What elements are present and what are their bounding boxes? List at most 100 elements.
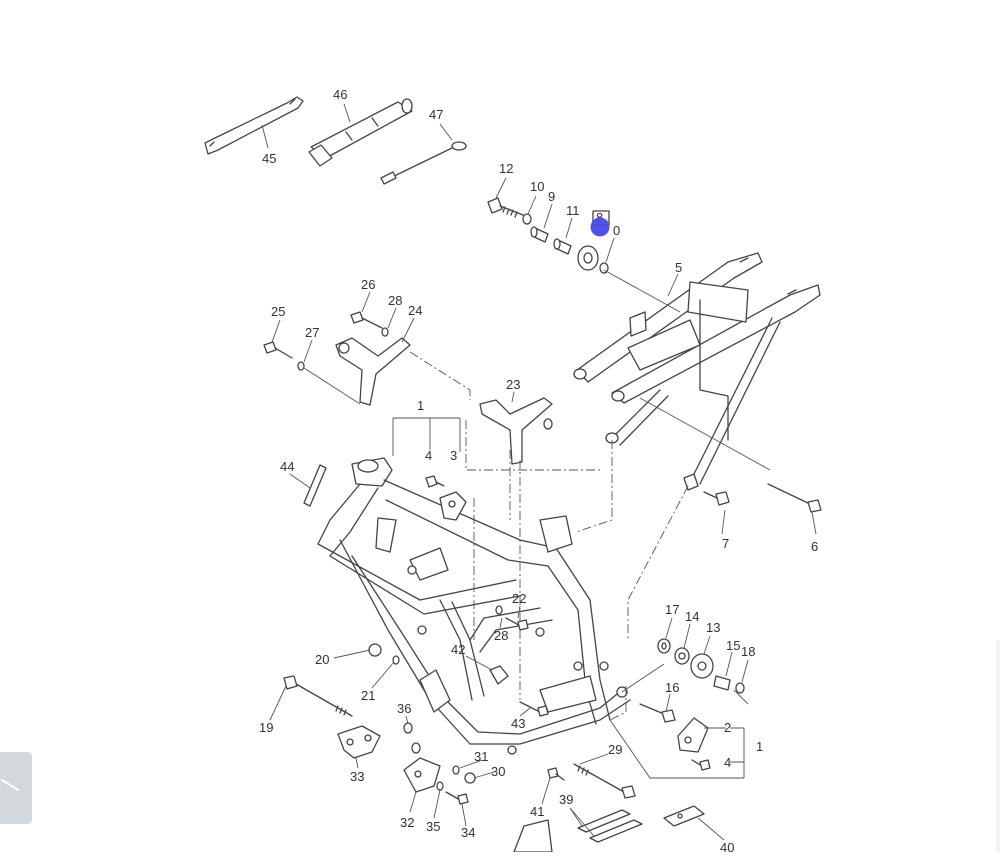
part-29-bolt <box>573 763 636 799</box>
callout-34: 34 <box>461 825 475 840</box>
callout-22: 22 <box>512 591 526 606</box>
callout-25: 25 <box>271 304 285 319</box>
part-28-washer <box>381 327 389 337</box>
part-28-washer-b <box>495 605 503 615</box>
callout-40: 40 <box>720 840 734 852</box>
callout-47: 47 <box>429 107 443 122</box>
part-6-bolt <box>767 483 822 513</box>
part-4-bolt <box>425 475 445 488</box>
part-19-bolt <box>283 675 353 717</box>
callout-4b: 4 <box>724 755 731 770</box>
callout-8: 8 <box>596 210 603 225</box>
part-20-nut <box>368 643 382 657</box>
callout-17: 17 <box>665 602 679 617</box>
part-2-bracket <box>677 717 709 753</box>
callout-44: 44 <box>280 459 294 474</box>
callout-5: 5 <box>675 260 682 275</box>
callout-18: 18 <box>741 644 755 659</box>
callout-21: 21 <box>361 688 375 703</box>
leader-lines <box>261 103 817 841</box>
part-41-bolt <box>547 767 565 781</box>
callout-35: 35 <box>426 819 440 834</box>
part-7-bolt <box>703 491 730 506</box>
callout-16: 16 <box>665 680 679 695</box>
callout-6: 6 <box>811 539 818 554</box>
part-3-bracket <box>439 491 467 521</box>
callout-43: 43 <box>511 716 525 731</box>
leader-dashed-6 <box>409 351 471 400</box>
part-10-washer <box>522 213 532 225</box>
callout-29: 29 <box>608 742 622 757</box>
callout-10b: 0 <box>613 223 620 238</box>
scrollbar-edge[interactable] <box>996 640 1000 852</box>
callout-13: 13 <box>706 620 720 635</box>
callout-46: 46 <box>333 87 347 102</box>
callout-14: 14 <box>685 609 699 624</box>
callout-3: 3 <box>450 448 457 463</box>
part-34-bolt <box>445 791 469 805</box>
callout-9: 9 <box>548 189 555 204</box>
callout-39: 39 <box>559 792 573 807</box>
callout-7: 7 <box>722 536 729 551</box>
part-11-collar <box>553 238 572 255</box>
part-42-clip <box>489 665 509 685</box>
callout-26: 26 <box>361 277 375 292</box>
callout-31: 31 <box>474 749 488 764</box>
leader-dashed-2 <box>509 450 521 700</box>
part-18-washer <box>735 682 745 694</box>
part-14-collar <box>674 647 690 665</box>
callout-10: 10 <box>530 179 544 194</box>
part-23-bracket <box>479 397 553 465</box>
part-17-nut <box>657 638 671 654</box>
part-26-bolt <box>350 311 383 329</box>
callout-12: 12 <box>499 161 513 176</box>
part-40-plate <box>663 805 705 827</box>
callout-19: 19 <box>259 720 273 735</box>
part-25-bolt <box>263 341 293 359</box>
part-27-washer <box>297 361 305 371</box>
part-4-bolt-b <box>691 759 711 771</box>
callout-20: 20 <box>315 652 329 667</box>
callout-11: 11 <box>566 203 580 218</box>
part-47-tool <box>380 141 467 185</box>
part-35-washer <box>436 781 444 791</box>
callout-32: 32 <box>400 815 414 830</box>
callout-23: 23 <box>506 377 520 392</box>
part-43-bolt <box>519 701 549 717</box>
part-skid-fragment <box>513 819 553 853</box>
leader-dashed-3 <box>575 440 613 533</box>
part-12-bolt <box>487 197 524 218</box>
callout-1: 1 <box>417 398 424 413</box>
part-9-collar <box>530 226 549 243</box>
callout-42: 42 <box>451 642 465 657</box>
cursor-dot-icon <box>590 217 610 237</box>
callout-45: 45 <box>262 151 276 166</box>
callout-33: 33 <box>350 769 364 784</box>
part-30-nut <box>464 772 476 784</box>
part-15-collar <box>713 675 731 691</box>
leader-dashed-4 <box>627 485 689 640</box>
part-21-washer <box>392 655 400 665</box>
collapse-panel-tab[interactable] <box>0 752 32 824</box>
part-16-bolt <box>639 703 676 723</box>
part-1-main-frame <box>317 457 631 755</box>
chevron-left-icon <box>0 778 20 792</box>
callout-labels: 45 46 47 12 10 9 11 8 0 5 26 28 24 25 27… <box>259 87 818 855</box>
callout-28b: 28 <box>494 628 508 643</box>
part-36-bolt <box>403 722 421 754</box>
callout-bracket-1b <box>609 719 745 779</box>
callout-28: 28 <box>388 293 402 308</box>
part-46-plug-wrench <box>308 98 413 167</box>
callout-1b: 1 <box>756 739 763 754</box>
part-44-plate <box>303 464 327 507</box>
leader-dashed-1 <box>465 420 600 471</box>
part-32-bracket <box>403 757 441 793</box>
part-10-washer-b <box>599 262 609 274</box>
part-31-washer <box>452 765 460 775</box>
part-24-bracket <box>335 337 411 406</box>
part-45-spanner <box>204 96 304 155</box>
part-22-bolt <box>505 617 529 631</box>
callout-41: 41 <box>530 804 544 819</box>
